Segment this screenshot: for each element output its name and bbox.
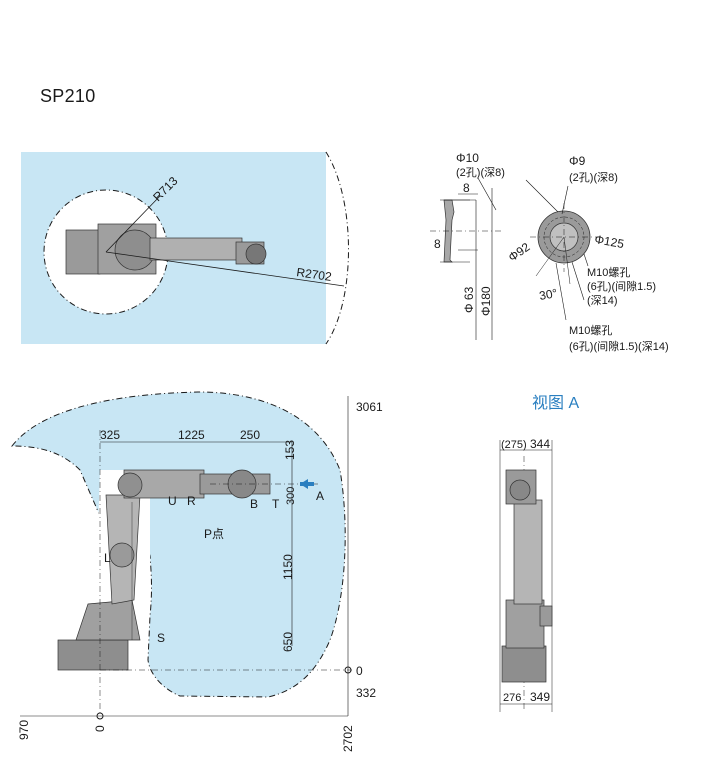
dim-153: 153 xyxy=(283,440,297,460)
dim-332: 332 xyxy=(356,686,376,700)
dim-275: (275) xyxy=(501,439,527,451)
robot-top xyxy=(65,223,267,275)
m10-a-line3: (深14) xyxy=(587,294,618,307)
phi92-label: Φ92 xyxy=(506,240,533,265)
dim-325: 325 xyxy=(100,428,120,442)
dim-250: 250 xyxy=(240,428,260,442)
dim-344: 344 xyxy=(530,437,550,451)
phi9-label: Φ9 xyxy=(569,154,586,168)
phi10-label: Φ10 xyxy=(456,151,479,165)
dim-276: 276 xyxy=(503,692,521,704)
dim-300: 300 xyxy=(285,487,297,505)
side-view: 325 1225 250 153 300 1150 650 3061 0 332… xyxy=(10,391,383,752)
view-a-title: 视图 A xyxy=(532,395,580,412)
m10-b-line2: (6孔)(间隙1.5)(深14) xyxy=(569,339,669,353)
point-p-label: P点 xyxy=(204,527,224,541)
flange-detail: 8 8 Φ 63 Φ180 Φ10 (2孔)(深8) Φ9 (2孔)(深8) Φ… xyxy=(430,151,669,353)
dim-0-right: 0 xyxy=(356,664,363,678)
dim-970: 970 xyxy=(17,720,31,740)
dim-349: 349 xyxy=(530,690,550,704)
axis-t-label: T xyxy=(272,497,280,511)
top-view: R713 R2702 xyxy=(21,151,366,345)
phi9-note: (2孔)(深8) xyxy=(569,171,618,184)
radius-2702-label: R2702 xyxy=(296,265,333,284)
reach-envelope-side xyxy=(10,391,346,698)
arrow-a-label: A xyxy=(316,489,324,503)
dim-1225: 1225 xyxy=(178,428,205,442)
model-title: SP210 xyxy=(40,86,96,106)
m10-a-line1: M10螺孔 xyxy=(587,266,630,279)
axis-s-label: S xyxy=(157,631,165,645)
dim-1150: 1150 xyxy=(281,554,295,580)
angle-30-label: 30° xyxy=(538,286,559,303)
axis-l-label: L xyxy=(104,551,111,565)
dim-8-top: 8 xyxy=(463,181,470,195)
phi10-note: (2孔)(深8) xyxy=(456,166,505,179)
dim-650: 650 xyxy=(281,632,295,652)
dim-8-mid: 8 xyxy=(434,237,441,251)
m10-b-line1: M10螺孔 xyxy=(569,324,612,337)
front-view: (275) 344 276 349 xyxy=(499,437,553,712)
dim-phi180: Φ180 xyxy=(479,286,493,316)
dim-0-bottom: 0 xyxy=(93,725,107,732)
phi125-label: Φ125 xyxy=(593,232,625,251)
dim-3061: 3061 xyxy=(356,400,383,414)
axis-r-label: R xyxy=(187,494,196,508)
axis-u-label: U xyxy=(168,494,177,508)
dim-2702: 2702 xyxy=(341,725,355,752)
dim-phi63: Φ 63 xyxy=(462,286,476,313)
m10-a-line2: (6孔)(间隙1.5) xyxy=(587,279,656,293)
axis-b-label: B xyxy=(250,497,258,511)
